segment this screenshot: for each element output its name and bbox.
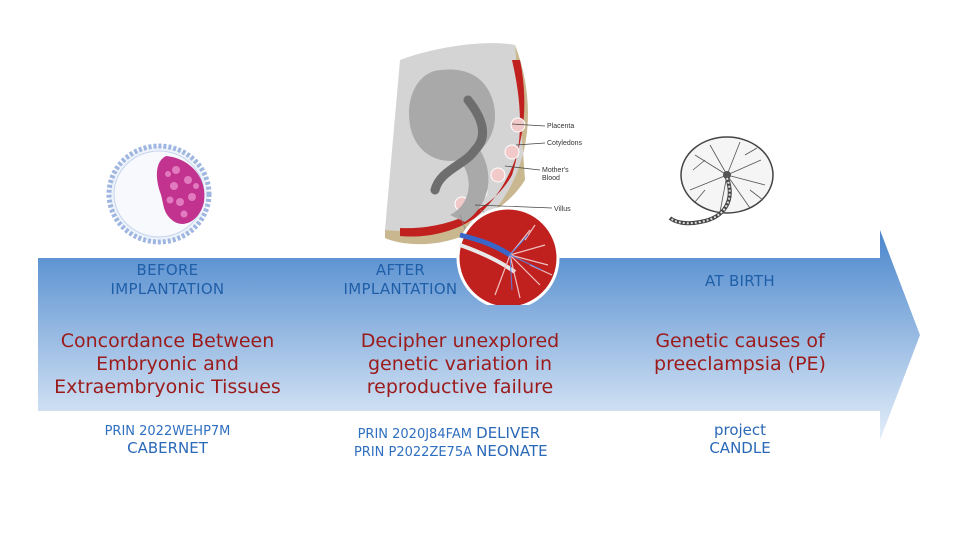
project-name: CANDLE: [709, 439, 771, 457]
stage-label-line2: IMPLANTATION: [110, 280, 225, 298]
project-name: NEONATE: [476, 442, 548, 460]
title-line: Genetic causes of: [655, 330, 825, 352]
title-line: Concordance Between: [60, 330, 275, 352]
title-line: genetic variation in: [367, 353, 553, 375]
label-placenta: Placenta: [547, 123, 574, 130]
stage-label-after-implantation: AFTER IMPLANTATION: [318, 261, 483, 299]
stage-label-line2: IMPLANTATION: [343, 280, 458, 298]
stage-label-line1: AT BIRTH: [705, 272, 775, 290]
title-line: Decipher unexplored: [360, 330, 560, 352]
label-villus: Villus: [554, 206, 571, 213]
project-code: project: [713, 421, 767, 439]
label-mothers-blood-2: Blood: [542, 175, 560, 182]
stage-label-before-implantation: BEFORE IMPLANTATION: [80, 261, 255, 299]
project-name: CABERNET: [127, 439, 208, 457]
title-line: Embryonic and: [96, 353, 239, 375]
stage-title-after: Decipher unexplored genetic variation in…: [325, 330, 595, 399]
fetus-placenta-diagram: Placenta Cotyledons Mother's Blood Villu…: [385, 43, 583, 305]
project-name: DELIVER: [476, 424, 541, 442]
title-line: reproductive failure: [366, 376, 554, 398]
title-line: preeclampsia (PE): [654, 353, 826, 375]
label-mothers-blood-1: Mother's: [542, 167, 569, 174]
placenta-sketch: [668, 136, 774, 226]
project-code: PRIN P2022ZE75A: [353, 445, 472, 460]
title-line: Extraembryonic Tissues: [54, 376, 281, 398]
stage-label-at-birth: AT BIRTH: [660, 272, 820, 291]
label-cotyledons: Cotyledons: [547, 140, 583, 147]
blastocyst-illustration: [106, 143, 212, 245]
stage-label-line1: AFTER: [375, 261, 426, 279]
stage-title-birth: Genetic causes of preeclampsia (PE): [620, 330, 860, 376]
project-code: PRIN 2022WEHP7M: [104, 424, 231, 439]
stage-title-before: Concordance Between Embryonic and Extrae…: [20, 330, 315, 399]
stage-label-line1: BEFORE: [136, 261, 199, 279]
project-code: PRIN 2020J84FAM: [357, 427, 472, 442]
project-deliver: PRIN 2020J84FAM DELIVER: [340, 425, 580, 443]
project-cabernet: PRIN 2022WEHP7M CABERNET: [70, 423, 265, 458]
project-neonate: PRIN P2022ZE75A NEONATE: [340, 443, 580, 461]
project-candle: project CANDLE: [660, 422, 820, 458]
